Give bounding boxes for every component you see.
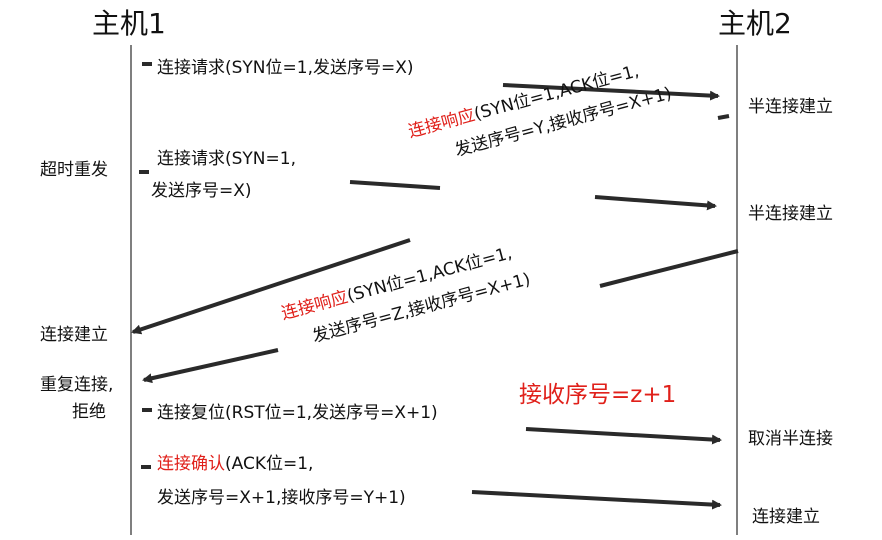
arrow-request-1	[502, 83, 720, 101]
confirm-line1-rest: (ACK位=1,	[225, 454, 314, 474]
arrow-confirm	[471, 490, 722, 510]
label-cancel-half: 取消半连接	[748, 429, 833, 449]
arrow-reset	[525, 427, 722, 445]
label-timeout-retransmit: 超时重发	[40, 160, 108, 180]
message-request-2-line1: 连接请求(SYN=1,	[157, 149, 296, 169]
host2-title: 主机2	[718, 7, 792, 40]
label-duplicate-line2: 拒绝	[72, 402, 106, 422]
arrow-response-2b	[142, 348, 279, 384]
arrow-response-1	[131, 238, 411, 335]
label-half-open-1: 半连接建立	[748, 97, 833, 117]
host1-title: 主机1	[92, 7, 166, 40]
arrow-response-2a	[599, 249, 739, 288]
arrow-response-1-start	[717, 114, 730, 120]
label-duplicate-line1: 重复连接,	[40, 375, 114, 395]
label-host2-established: 连接建立	[752, 507, 820, 527]
message-confirm-line2: 发送序号=X+1,接收序号=Y+1)	[157, 488, 406, 508]
label-host1-established: 连接建立	[40, 325, 108, 345]
message-request-2-line2: 发送序号=X)	[151, 181, 252, 201]
message-reset: 连接复位(RST位=1,发送序号=X+1)	[157, 403, 438, 423]
message-confirm-line1: 连接确认(ACK位=1,	[157, 456, 313, 473]
message-request-1: 连接请求(SYN位=1,发送序号=X)	[157, 58, 414, 78]
annotation-receive-seq: 接收序号=z+1	[519, 382, 677, 408]
arrow-request-2	[349, 180, 441, 190]
confirm-red-label: 连接确认	[157, 454, 225, 474]
label-half-open-2: 半连接建立	[748, 204, 833, 224]
arrow-request-2b	[594, 195, 717, 211]
